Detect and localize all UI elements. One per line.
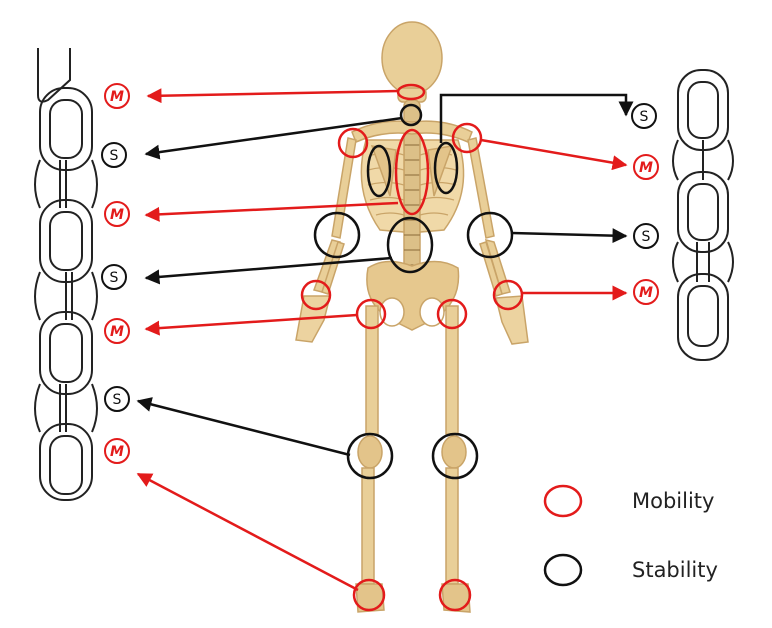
arrow-shoulder: [480, 138, 628, 171]
badge-letter: M: [639, 160, 653, 176]
lower-cervical-stability-ring: [399, 103, 423, 127]
left-hip-mobility-ring: [355, 298, 387, 330]
right-hip-mobility-ring: [436, 298, 468, 330]
right-chain-illustration: [672, 69, 734, 361]
thoracic-mobility-ring: [394, 128, 430, 216]
badge-stability-lower-cervical: S: [101, 142, 127, 168]
badge-stability-knee: S: [104, 386, 130, 412]
arrow-scapula: [439, 93, 634, 143]
left-ankle-mobility-ring: [352, 578, 386, 612]
badge-letter: S: [642, 229, 651, 245]
arrow-elbow: [511, 228, 628, 244]
badge-letter: M: [110, 444, 124, 460]
badge-mobility-ankle: M: [104, 438, 130, 464]
right-elbow-stability-ring: [466, 211, 514, 259]
right-shoulder-mobility-ring: [451, 122, 483, 154]
legend-mobility-label: Mobility: [632, 489, 715, 513]
arrow-upper-cervical: [146, 88, 399, 104]
lumbar-stability-ring: [386, 216, 434, 274]
legend-stability-swatch: [543, 553, 583, 587]
left-knee-stability-ring: [346, 432, 394, 480]
badge-letter: M: [110, 207, 124, 223]
left-shoulder-mobility-ring: [337, 127, 369, 159]
badge-letter: S: [113, 392, 122, 408]
left-elbow-stability-ring: [313, 211, 361, 259]
badge-letter: M: [639, 285, 653, 301]
badge-mobility-thoracic: M: [104, 201, 130, 227]
left-wrist-mobility-ring: [300, 279, 332, 311]
right-scapula-stability-ring: [433, 141, 459, 195]
badge-mobility-shoulder: M: [633, 154, 659, 180]
badge-mobility-wrist: M: [633, 279, 659, 305]
badge-letter: S: [110, 270, 119, 286]
legend-stability-label: Stability: [632, 558, 718, 582]
right-wrist-mobility-ring: [492, 279, 524, 311]
right-ankle-mobility-ring: [438, 578, 472, 612]
badge-stability-elbow: S: [633, 223, 659, 249]
arrow-lower-cervical: [144, 116, 403, 160]
badge-letter: S: [640, 109, 649, 125]
right-knee-stability-ring: [431, 432, 479, 480]
arrow-ankle: [136, 472, 359, 592]
arrow-thoracic: [144, 201, 399, 222]
arrow-knee: [136, 397, 351, 457]
left-chain-illustration: [34, 48, 98, 501]
badge-letter: M: [110, 89, 124, 105]
legend: [543, 484, 583, 587]
badge-mobility-hip: M: [104, 318, 130, 344]
badge-letter: M: [110, 324, 124, 340]
arrow-lumbar: [144, 256, 393, 285]
left-scapula-stability-ring: [366, 144, 392, 198]
badge-stability-lumbar: S: [101, 264, 127, 290]
arrow-hip: [144, 313, 358, 336]
legend-mobility-swatch: [543, 484, 583, 518]
badge-letter: S: [110, 148, 119, 164]
badge-stability-scapula: S: [631, 103, 657, 129]
badge-mobility-upper-cervical: M: [104, 83, 130, 109]
